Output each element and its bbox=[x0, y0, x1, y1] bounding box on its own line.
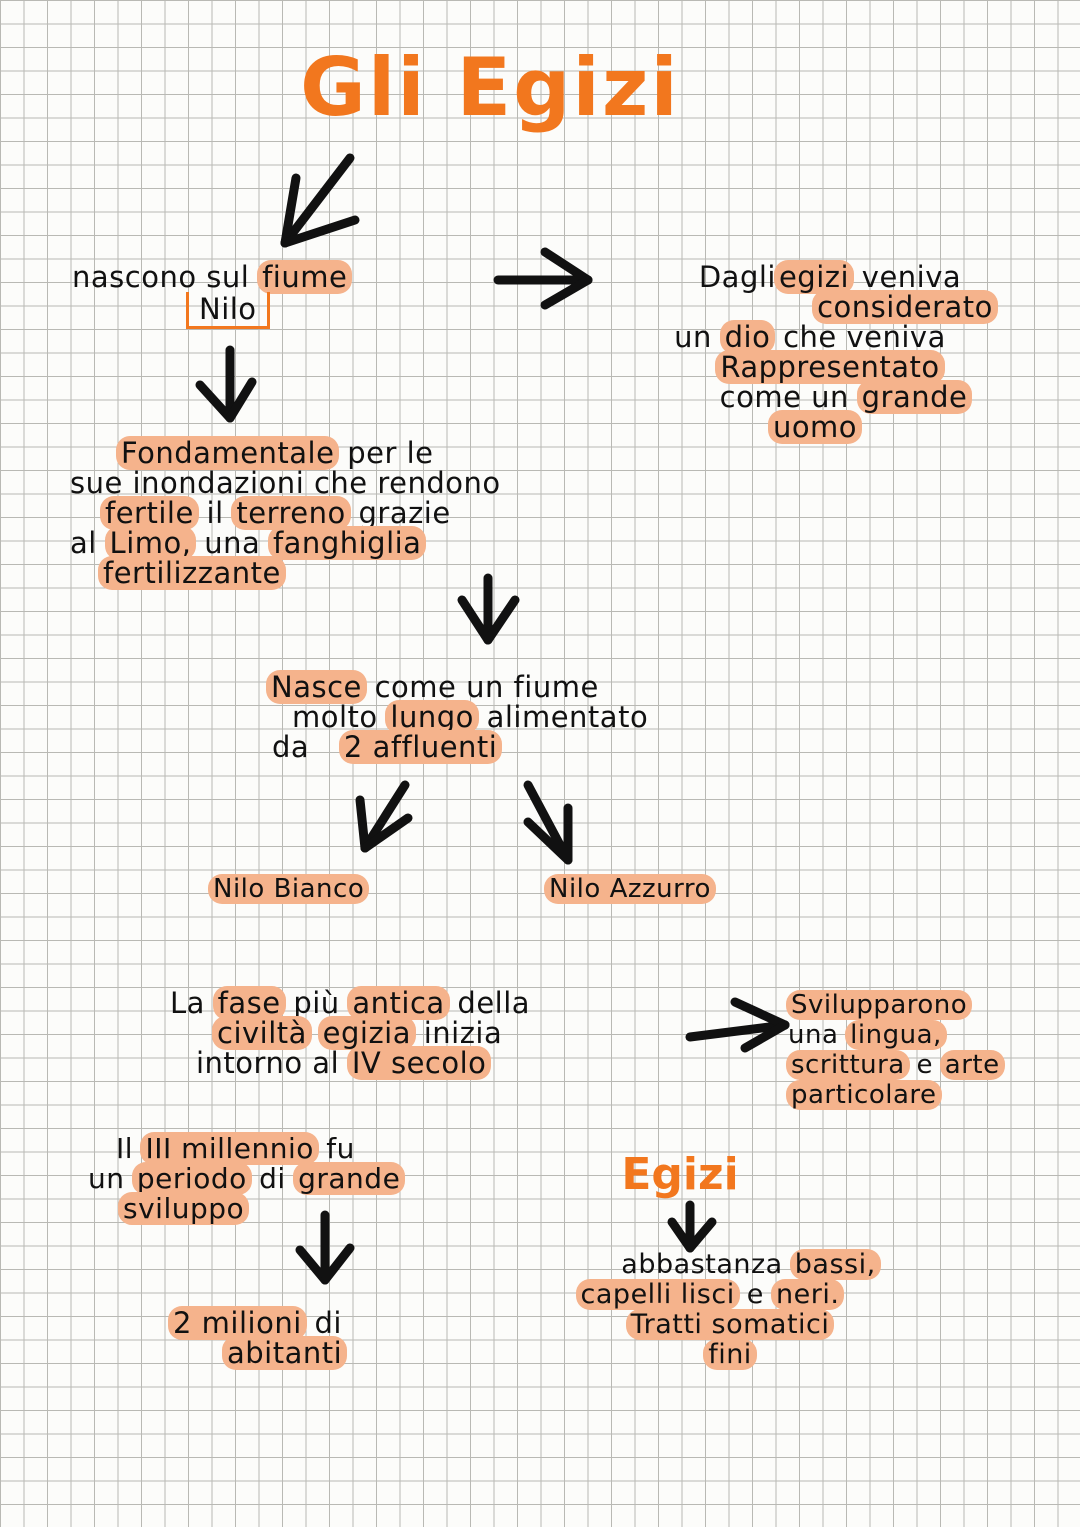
highlight-uomo: uomo bbox=[767, 410, 863, 444]
god-che-veniva: che veniva bbox=[783, 320, 946, 354]
tributary-left: Nilo Bianco bbox=[208, 874, 370, 904]
highlight-lingua: lingua, bbox=[845, 1020, 947, 1050]
nile-origin-text: nascono sul fiume bbox=[72, 260, 353, 294]
arrow-floods-to-river bbox=[457, 573, 520, 645]
highlight-egizia: egizia bbox=[317, 1016, 416, 1050]
highlight-capelli-lisci: capelli lisci bbox=[575, 1279, 740, 1310]
floods-il: il bbox=[206, 496, 224, 530]
highlight-nasce: Nasce bbox=[266, 670, 367, 704]
civilization-text: La fase più antica della civiltà egizia … bbox=[170, 986, 531, 1080]
god-come-un: come un bbox=[719, 380, 849, 414]
river-come-un-fiume: come un fiume bbox=[374, 670, 599, 704]
highlight-fondamentale: Fondamentale bbox=[116, 436, 340, 470]
mill-il: Il bbox=[116, 1132, 134, 1165]
highlight-millennio: III millennio bbox=[140, 1132, 319, 1165]
civ-della: della bbox=[457, 986, 531, 1020]
page-title: Gli Egizi bbox=[300, 41, 680, 134]
arrow-title-to-nile bbox=[280, 153, 360, 248]
highlight-sviluppo: sviluppo bbox=[118, 1192, 250, 1225]
highlight-fini: fini bbox=[703, 1339, 757, 1370]
highlight-scrittura: scrittura bbox=[786, 1050, 910, 1080]
language-text: Svilupparono una lingua, scrittura e art… bbox=[786, 990, 1005, 1110]
mill-fu: fu bbox=[326, 1132, 355, 1165]
highlight-lungo: lungo bbox=[385, 700, 479, 734]
highlight-milioni: 2 milioni bbox=[168, 1306, 307, 1340]
mill-un: un bbox=[88, 1162, 125, 1195]
nilo-bracketed: Nilo bbox=[186, 292, 270, 329]
highlight-grande: grande bbox=[856, 380, 973, 414]
highlight-dio: dio bbox=[719, 320, 776, 354]
lang-e: e bbox=[916, 1050, 934, 1080]
highlight-tratti-somatici: Tratti somatici bbox=[625, 1309, 835, 1340]
highlight-rappresentato: Rappresentato bbox=[715, 350, 945, 384]
highlight-particolare: particolare bbox=[786, 1080, 942, 1110]
traits-e: e bbox=[746, 1279, 764, 1310]
egizi-traits-text: abbastanza bassi, capelli lisci e neri. … bbox=[540, 1249, 920, 1370]
highlight-arte: arte bbox=[939, 1050, 1005, 1080]
highlight-fertilizzante: fertilizzante bbox=[98, 556, 286, 590]
floods-line2: sue inondazioni che rendono bbox=[70, 466, 501, 500]
arrow-egizi-to-traits bbox=[667, 1200, 717, 1253]
floods-al: al bbox=[70, 526, 97, 560]
floods-per-le: per le bbox=[347, 436, 434, 470]
highlight-fiume: fiume bbox=[257, 260, 353, 294]
tributary-right: Nilo Azzurro bbox=[544, 874, 716, 904]
river-text: Nasce come un fiume molto lungo alimenta… bbox=[266, 670, 649, 764]
highlight-terreno: terreno bbox=[231, 496, 351, 530]
highlight-affluenti: 2 affluenti bbox=[338, 730, 503, 764]
arrow-river-to-nilo-bianco bbox=[355, 780, 413, 853]
traits-abbastanza: abbastanza bbox=[621, 1249, 783, 1280]
millennium-text: Il III millennio fu un periodo di grande… bbox=[88, 1132, 406, 1225]
highlight-egizi: egizi bbox=[773, 260, 855, 294]
arrow-civilization-to-language bbox=[685, 997, 790, 1053]
civ-inizia: inizia bbox=[423, 1016, 503, 1050]
highlight-civilta: civiltà bbox=[212, 1016, 312, 1050]
highlight-neri: neri. bbox=[771, 1279, 845, 1310]
population-text: 2 milioni di abitanti bbox=[168, 1306, 348, 1370]
nilo-label: Nilo bbox=[186, 292, 270, 329]
mill-di: di bbox=[259, 1162, 286, 1195]
civ-la: La bbox=[170, 986, 205, 1020]
river-molto: molto bbox=[292, 700, 378, 734]
highlight-svilupparono: Svilupparono bbox=[786, 990, 973, 1020]
civ-intorno-al: intorno al bbox=[196, 1046, 340, 1080]
god-dagli: Dagli bbox=[698, 260, 776, 294]
god-un: un bbox=[674, 320, 712, 354]
highlight-secolo: IV secolo bbox=[346, 1046, 492, 1080]
arrow-nile-to-floods bbox=[195, 345, 257, 423]
lang-una: una bbox=[788, 1020, 839, 1050]
floods-grazie: grazie bbox=[358, 496, 451, 530]
nile-origin-prefix: nascono sul bbox=[72, 260, 250, 294]
god-veniva: veniva bbox=[861, 260, 962, 294]
arrow-millennium-to-population bbox=[295, 1210, 355, 1285]
arrow-nile-to-god bbox=[493, 247, 593, 310]
pop-di: di bbox=[314, 1306, 342, 1340]
highlight-nilo-bianco: Nilo Bianco bbox=[208, 874, 370, 904]
floods-text: Fondamentale per le sue inondazioni che … bbox=[70, 436, 501, 590]
arrow-river-to-nilo-azzurro bbox=[523, 780, 573, 865]
river-da: da bbox=[272, 730, 310, 764]
highlight-limo: Limo, bbox=[104, 526, 197, 560]
floods-una: una bbox=[204, 526, 261, 560]
highlight-antica: antica bbox=[347, 986, 450, 1020]
civ-piu: più bbox=[293, 986, 340, 1020]
highlight-fanghiglia: fanghiglia bbox=[267, 526, 427, 560]
highlight-nilo-azzurro: Nilo Azzurro bbox=[544, 874, 716, 904]
highlight-periodo: periodo bbox=[131, 1162, 252, 1195]
egizi-subtitle: Egizi bbox=[621, 1149, 739, 1200]
highlight-fase: fase bbox=[212, 986, 286, 1020]
highlight-bassi: bassi, bbox=[789, 1249, 881, 1280]
highlight-grande-sviluppo: grande bbox=[293, 1162, 406, 1195]
highlight-fertile: fertile bbox=[100, 496, 199, 530]
highlight-considerato: considerato bbox=[812, 290, 998, 324]
highlight-abitanti: abitanti bbox=[222, 1336, 348, 1370]
river-alimentato: alimentato bbox=[486, 700, 649, 734]
